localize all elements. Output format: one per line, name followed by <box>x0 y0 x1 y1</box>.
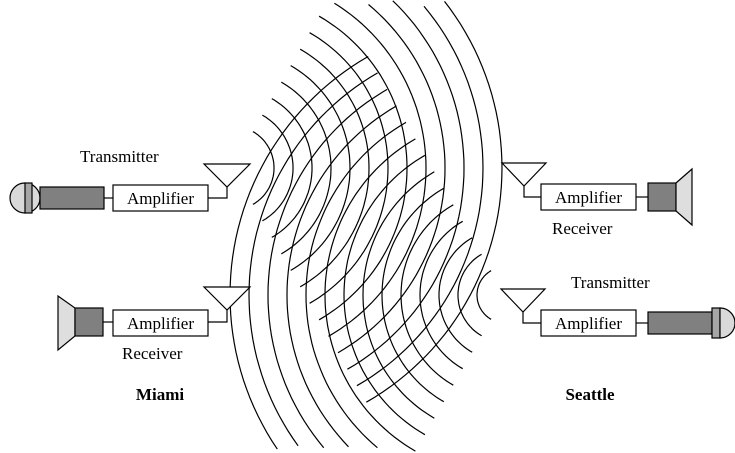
wave-arc <box>248 72 378 447</box>
wave-arc <box>362 171 435 419</box>
miami-transmitter: Amplifier Transmitter <box>9 147 252 214</box>
wave-arc <box>381 187 445 403</box>
wave-arc <box>229 55 369 450</box>
wave-arc <box>356 5 484 387</box>
wave-arc <box>476 270 492 320</box>
wave-arc <box>343 154 426 436</box>
wave-arc <box>267 88 388 449</box>
amplifier-box: Amplifier <box>540 183 637 211</box>
amplifier-label: Amplifier <box>127 189 194 208</box>
speaker-icon <box>636 167 693 227</box>
wave-arc <box>337 4 446 354</box>
wave-arc <box>280 81 332 255</box>
wave-arc <box>252 131 275 205</box>
wave-arc <box>290 65 351 271</box>
wave-arc <box>299 48 370 288</box>
seattle-receiver: Amplifier Receiver <box>500 162 693 238</box>
wave-arc <box>365 1 503 403</box>
wave-arc <box>457 253 482 337</box>
miami-receiver: Amplifier Receiver <box>57 286 252 363</box>
city-label-seattle: Seattle <box>565 385 615 404</box>
wave-arc <box>271 98 313 238</box>
microphone-icon <box>636 307 735 339</box>
amplifier-label: Amplifier <box>555 188 622 207</box>
antenna-icon <box>202 163 252 199</box>
wave-arc <box>262 114 294 222</box>
antenna-icon <box>500 162 548 198</box>
radio-waves-seattle-to-miami <box>229 55 492 452</box>
city-label-miami: Miami <box>136 385 184 404</box>
amplifier-box: Amplifier <box>112 309 209 337</box>
wave-arc <box>419 220 464 370</box>
radio-waves-miami-to-seattle <box>252 0 503 403</box>
seattle-transmitter: Amplifier Transmitter <box>499 273 735 339</box>
amplifier-box: Amplifier <box>540 309 637 337</box>
microphone-icon <box>9 182 113 214</box>
receiver-label: Receiver <box>552 219 613 238</box>
speaker-icon <box>57 294 113 352</box>
receiver-label: Receiver <box>122 344 183 363</box>
wave-arc <box>438 237 473 353</box>
wave-arc <box>400 204 454 386</box>
transmitter-label: Transmitter <box>571 273 650 292</box>
antenna-icon <box>499 288 547 324</box>
wave-arc <box>286 105 397 448</box>
wave-arc <box>347 0 465 370</box>
amplifier-label: Amplifier <box>127 314 194 333</box>
transmitter-label: Transmitter <box>80 147 159 166</box>
wave-arc <box>328 2 427 337</box>
amplifier-box: Amplifier <box>112 184 209 212</box>
amplifier-label: Amplifier <box>555 314 622 333</box>
wave-arc <box>324 138 416 452</box>
antenna-icon <box>202 286 252 323</box>
wave-arc <box>305 121 407 449</box>
